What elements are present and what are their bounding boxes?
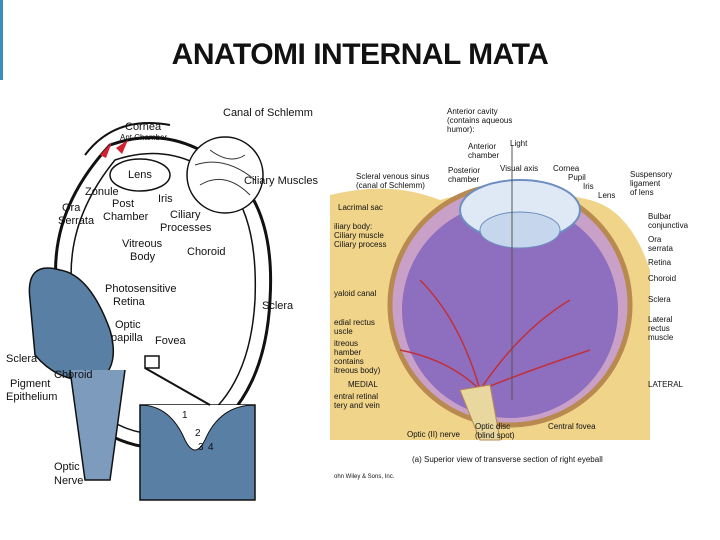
label-credit: ohn Wiley & Sons, Inc.: [334, 474, 395, 480]
label-ant-chamber: Ant Chamber: [120, 133, 167, 142]
label-sclera-r: Sclera: [648, 295, 671, 304]
label-central-fovea: Central fovea: [548, 422, 596, 431]
optic-nerve: [459, 384, 501, 441]
label-choroid-r: Choroid: [648, 274, 676, 283]
label-num-4: 4: [208, 442, 214, 453]
label-caption: (a) Superior view of transverse section …: [412, 455, 603, 464]
label-num-1: 1: [182, 410, 188, 421]
fovea-box: [144, 355, 160, 369]
label-sclera-left: Sclera: [6, 353, 38, 365]
label-pupil: Pupil: [568, 173, 586, 182]
label-canal-schlemm: Canal of Schlemm: [223, 107, 313, 119]
ciliary-detail: [194, 149, 256, 196]
ant-chamber-mark: [100, 142, 112, 158]
label-lens-r: Lens: [598, 191, 615, 200]
lens-shape: [479, 211, 561, 249]
left-eye-svg: Canal of Schlemm Cornea Ant Chamber Lens…: [6, 107, 318, 501]
retinal-vessels: [399, 279, 591, 391]
fovea-pointer: [144, 367, 211, 406]
svg-text:Scleral venous sinus(canal of: Scleral venous sinus(canal of Schlemm): [356, 172, 429, 190]
label-zonule: Zonule: [85, 186, 119, 198]
ant-chamber-mark: [116, 140, 128, 154]
accent-bar: [0, 0, 3, 80]
lens-shape: [109, 158, 171, 192]
label-iris: Iris: [158, 193, 173, 205]
label-visual-axis: Visual axis: [500, 164, 538, 173]
cornea-shape: [84, 122, 171, 156]
label-lacrimal-sac: Lacrimal sac: [338, 203, 383, 212]
label-medial: MEDIAL: [348, 380, 378, 389]
label-iris-r: Iris: [583, 182, 594, 191]
label-scleral-venous-sinus: Scleral venous sinus(canal of Schlemm): [356, 172, 429, 190]
vitreous-chamber: [402, 202, 618, 418]
label-num-3: 3: [198, 442, 204, 453]
label-choroid: Choroid: [187, 246, 226, 258]
optic-nerve-shape: [69, 369, 126, 481]
label-cornea-r: Cornea: [553, 164, 580, 173]
label-ciliary-muscles: Ciliary Muscles: [244, 175, 318, 187]
label-fovea: Fovea: [155, 335, 186, 347]
label-lateral: LATERAL: [648, 380, 684, 389]
fovea-magnified: [139, 404, 256, 501]
retina-magnified: [28, 267, 115, 382]
left-eye-diagram: Canal of Schlemm Cornea Ant Chamber Lens…: [0, 100, 330, 520]
label-light: Light: [510, 139, 528, 148]
label-optic-nerve-r: Optic (II) nerve: [407, 430, 460, 439]
label-optic-disc: Optic disc(blind spot): [475, 422, 515, 440]
fovea-pit: [139, 404, 256, 451]
label-cornea: Cornea: [125, 121, 162, 133]
label-hyaloid-canal: yaloid canal: [334, 289, 376, 298]
slide-title: ANATOMI INTERNAL MATA: [171, 38, 549, 71]
label-choroid-bottom: Choroid: [54, 369, 93, 381]
label-lens: Lens: [128, 169, 152, 181]
label-sclera: Sclera: [262, 300, 294, 312]
label-num-2: 2: [195, 428, 201, 439]
label-retina-r: Retina: [648, 258, 672, 267]
svg-text:Optic disc(blind spot): Optic disc(blind spot): [475, 422, 515, 440]
